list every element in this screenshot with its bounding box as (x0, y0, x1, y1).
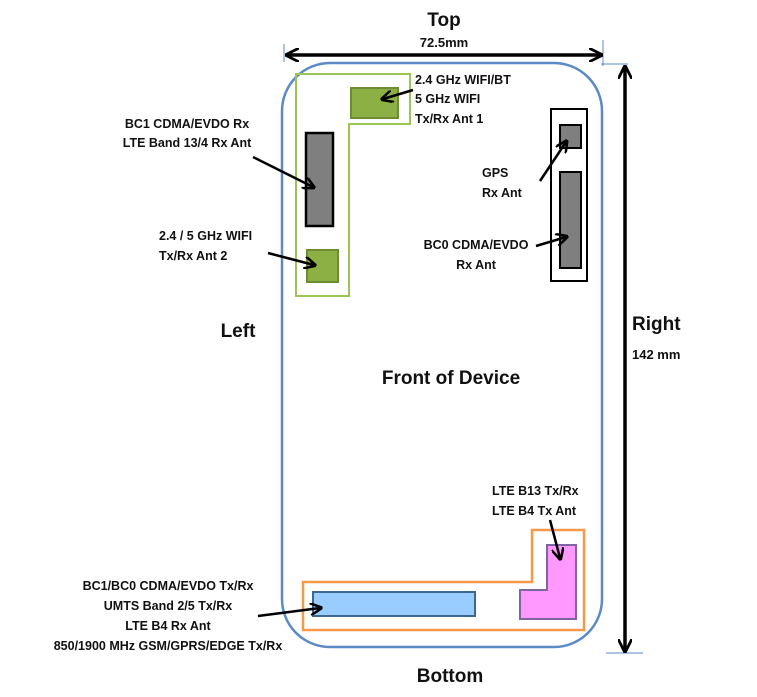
svg-text:5 GHz WIFI: 5 GHz WIFI (415, 92, 480, 106)
antenna-label-gps: GPS Rx Ant (482, 166, 523, 200)
bottom-label: Bottom (417, 666, 483, 687)
height-dimension-label: 142 mm (632, 347, 680, 362)
left-label: Left (221, 321, 257, 342)
arrow-lte-b13-b4 (548, 519, 560, 558)
arrow-wifi-ant2 (267, 251, 314, 265)
svg-text:UMTS Band 2/5 Tx/Rx: UMTS Band 2/5 Tx/Rx (104, 599, 233, 613)
top-label: Top (427, 10, 460, 31)
arrow-main-bottom (257, 608, 320, 618)
svg-text:Rx Ant: Rx Ant (456, 258, 497, 272)
arrow-bc0-rx (535, 237, 566, 248)
antenna-label-wifi-bt-ant1: 2.4 GHz WIFI/BT 5 GHz WIFI Tx/Rx Ant 1 (415, 73, 511, 126)
wifi-ant2-block (306, 249, 339, 283)
main-bottom-block (312, 591, 476, 617)
diagram-title: Front of Device (382, 368, 520, 389)
svg-text:Tx/Rx Ant 2: Tx/Rx Ant 2 (159, 249, 227, 263)
antenna-label-main-bottom: BC1/BC0 CDMA/EVDO Tx/Rx UMTS Band 2/5 Tx… (54, 579, 283, 653)
svg-text:GPS: GPS (482, 166, 508, 180)
pointer-arrows (252, 88, 566, 618)
device-outline (280, 61, 604, 649)
svg-text:BC1/BC0 CDMA/EVDO Tx/Rx: BC1/BC0 CDMA/EVDO Tx/Rx (83, 579, 254, 593)
dimension-guides (283, 40, 643, 654)
svg-text:Rx Ant: Rx Ant (482, 186, 523, 200)
svg-text:BC1 CDMA/EVDO Rx: BC1 CDMA/EVDO Rx (125, 117, 249, 131)
svg-text:LTE B4 Tx Ant: LTE B4 Tx Ant (492, 504, 577, 518)
svg-text:BC0 CDMA/EVDO: BC0 CDMA/EVDO (424, 238, 529, 252)
svg-text:LTE B4 Rx Ant: LTE B4 Rx Ant (125, 619, 211, 633)
wifi-bt-ant1-block (350, 87, 399, 119)
gps-bc0-region (550, 108, 588, 282)
width-dimension-label: 72.5mm (420, 35, 468, 50)
antenna-label-bc0-rx: BC0 CDMA/EVDO Rx Ant (424, 238, 529, 272)
svg-text:LTE B13 Tx/Rx: LTE B13 Tx/Rx (492, 484, 579, 498)
arrow-wifi-bt-ant1 (383, 88, 414, 99)
bc1-lte-rx-block (304, 131, 335, 228)
svg-text:Tx/Rx Ant 1: Tx/Rx Ant 1 (415, 112, 483, 126)
antenna-label-wifi-ant2: 2.4 / 5 GHz WIFI Tx/Rx Ant 2 (159, 229, 252, 263)
right-label: Right (632, 314, 681, 335)
svg-text:2.4 / 5 GHz WIFI: 2.4 / 5 GHz WIFI (159, 229, 252, 243)
lte-b13-b4-block (519, 544, 577, 620)
svg-text:850/1900 MHz GSM/GPRS/EDGE Tx: 850/1900 MHz GSM/GPRS/EDGE Tx/Rx (54, 639, 283, 653)
wifi-antenna-region (295, 73, 411, 297)
antenna-label-lte-b13-b4: LTE B13 Tx/Rx LTE B4 Tx Ant (492, 484, 579, 518)
arrow-gps (538, 142, 566, 182)
svg-text:2.4 GHz WIFI/BT: 2.4 GHz WIFI/BT (415, 73, 511, 87)
antenna-label-bc1-lte-rx: BC1 CDMA/EVDO Rx LTE Band 13/4 Rx Ant (123, 117, 252, 150)
cellular-antenna-region (301, 528, 586, 632)
svg-text:LTE Band 13/4 Rx Ant: LTE Band 13/4 Rx Ant (123, 136, 252, 150)
bc0-rx-block (559, 171, 582, 269)
arrow-bc1-lte-rx (252, 155, 313, 187)
